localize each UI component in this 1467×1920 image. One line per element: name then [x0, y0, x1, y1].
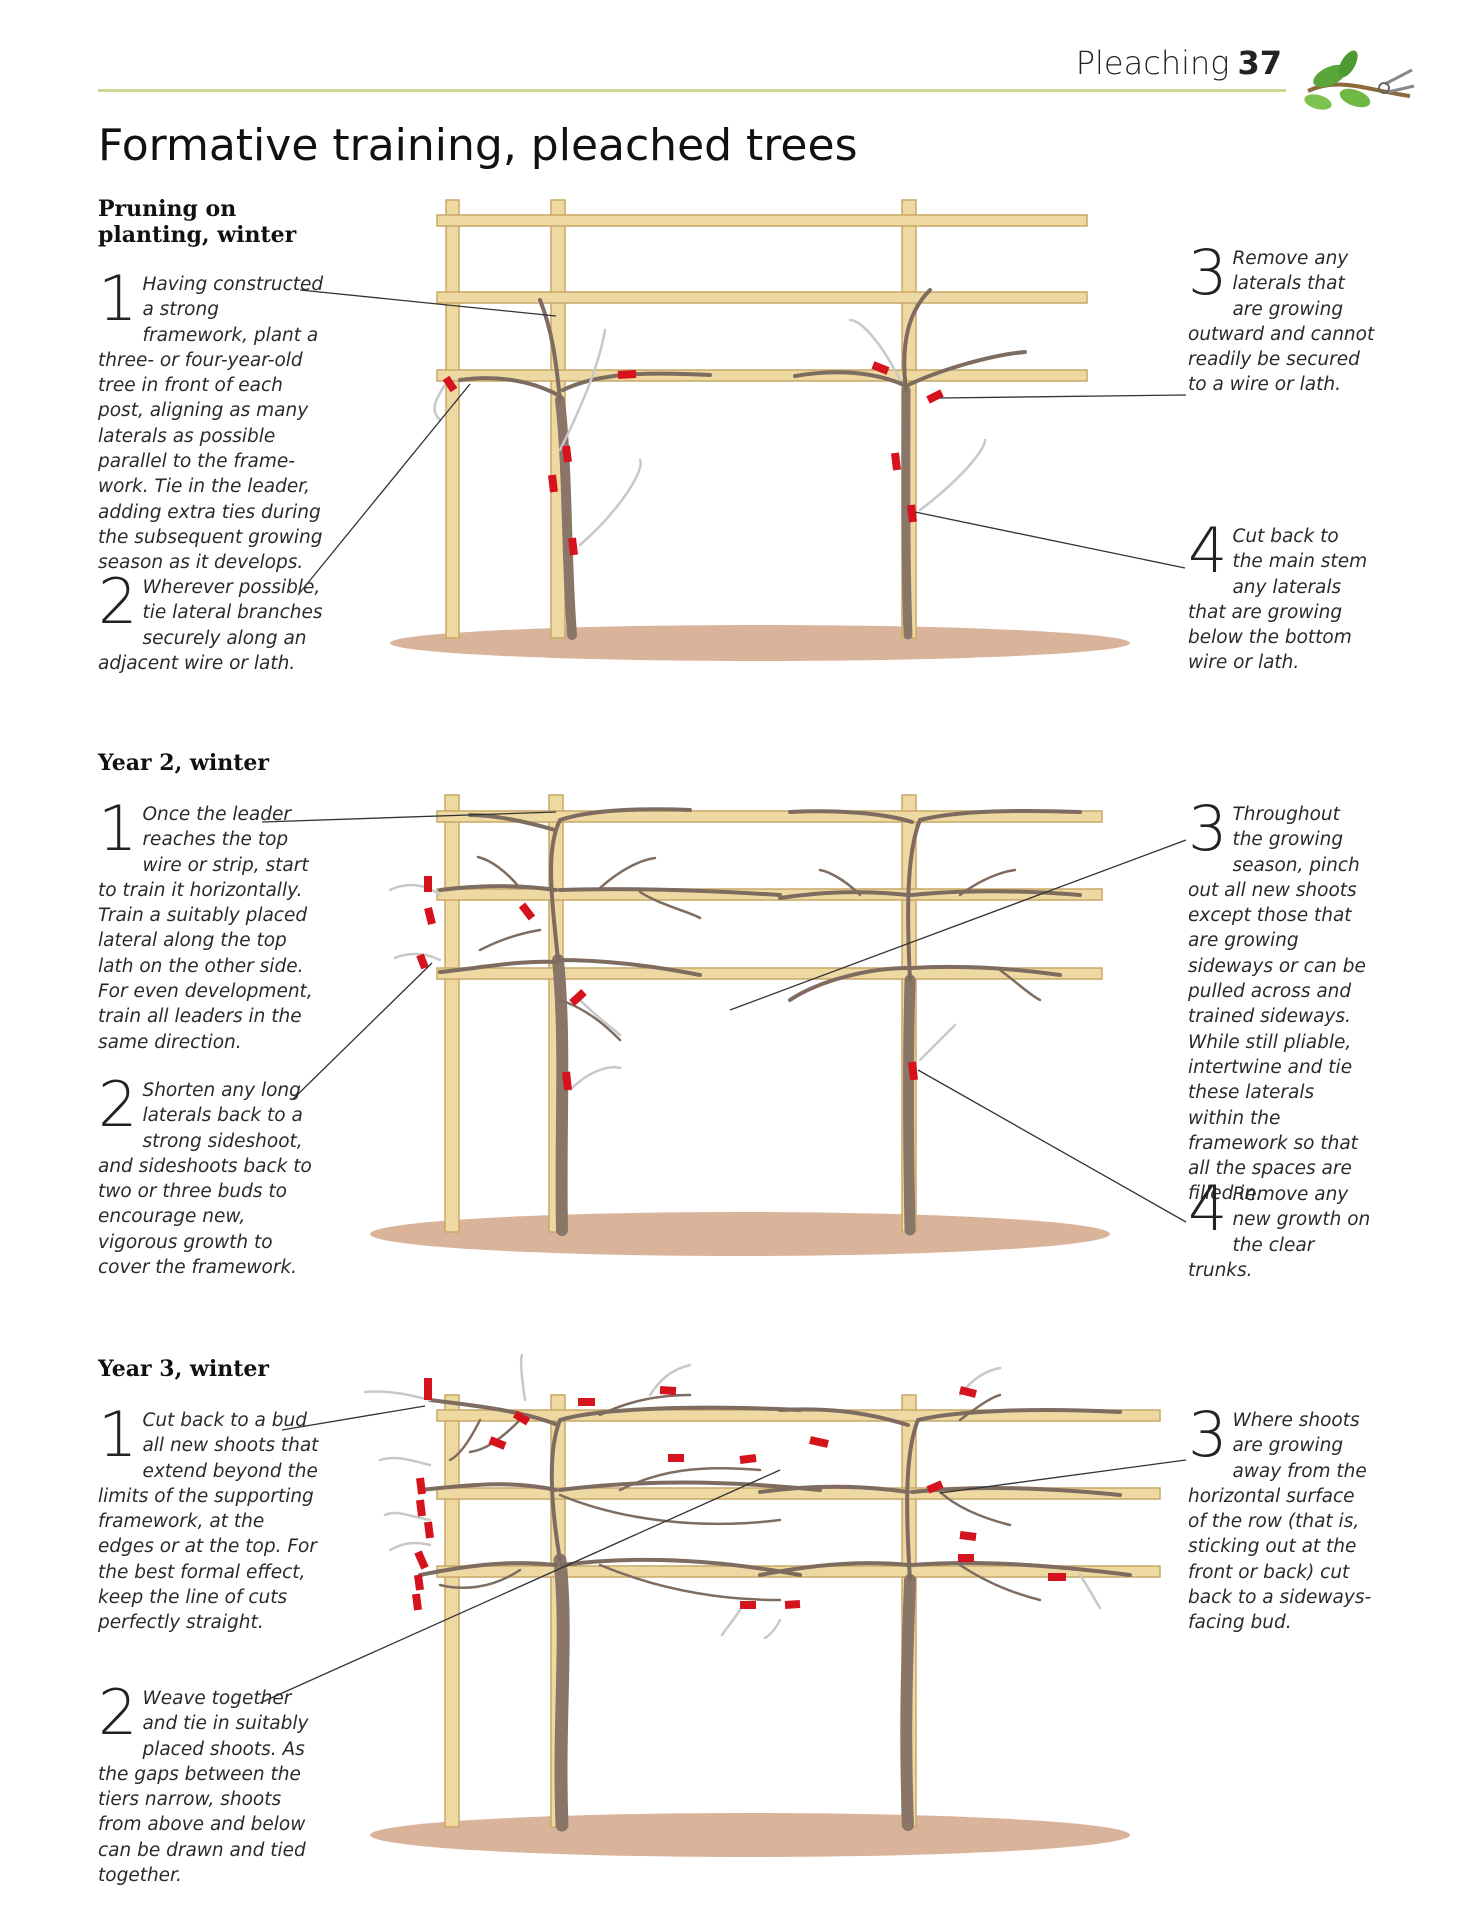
- page-number: 37: [1237, 44, 1282, 82]
- soil: [370, 1212, 1110, 1256]
- soil: [390, 625, 1130, 661]
- leader-line: [299, 289, 557, 317]
- post: [550, 1394, 566, 1828]
- soil: [370, 1813, 1130, 1857]
- end-post: [444, 794, 460, 1233]
- middle-lath: [436, 291, 1088, 304]
- bottom-lath: [436, 967, 1103, 980]
- note-number: 2: [98, 565, 138, 638]
- top-lath: [436, 1409, 1161, 1422]
- note-number: 3: [1188, 236, 1228, 309]
- leader-line: [939, 1459, 1187, 1494]
- leader-line: [729, 839, 1187, 1011]
- top-lath: [436, 810, 1103, 823]
- leader-line: [917, 1069, 1187, 1223]
- note-text: Cut back to a bud all new shoots that ex…: [98, 1410, 319, 1634]
- note-number: 4: [1188, 514, 1228, 587]
- post: [901, 794, 917, 1233]
- note-text: Throughout the growing season, pinch out…: [1188, 804, 1366, 1205]
- leader-line: [259, 1469, 781, 1704]
- diagram-year-2: [261, 794, 1187, 1256]
- note-text: Cut back to the main stem any laterals t…: [1188, 526, 1368, 674]
- note-text: Wherever possible, tie lateral branches …: [98, 577, 323, 674]
- note-number: 1: [98, 792, 138, 865]
- post: [901, 199, 917, 639]
- top-lath: [436, 214, 1088, 227]
- note-text: Remove any new growth on the clear trunk…: [1188, 1184, 1371, 1281]
- leader-line: [914, 511, 1186, 569]
- pruning-sprig-icon: [1304, 50, 1415, 110]
- bottom-lath: [436, 369, 1088, 382]
- section-1-heading: Pruning on planting, winter: [98, 196, 297, 248]
- post: [901, 1394, 917, 1828]
- section-2-heading: Year 2, winter: [98, 750, 269, 776]
- note-text: Remove any laterals that are growing out…: [1188, 248, 1375, 396]
- header-rule: [98, 89, 1286, 92]
- middle-lath: [436, 1487, 1161, 1500]
- note-number: 1: [98, 1398, 138, 1471]
- end-post: [445, 199, 460, 639]
- note-text: Shorten any long laterals back to a stro…: [98, 1080, 312, 1279]
- diagram-pruning-on-planting: [297, 199, 1187, 661]
- middle-lath: [436, 888, 1103, 901]
- section-name: Pleaching: [1075, 44, 1230, 82]
- note-text: Once the leader reaches the top wire or …: [98, 804, 313, 1053]
- end-post: [444, 1394, 460, 1828]
- note-number: 3: [1188, 1398, 1228, 1471]
- leader-line: [939, 394, 1187, 399]
- note-text: Having constructed a strong framework, p…: [98, 274, 324, 574]
- diagram-year-3: [259, 1353, 1187, 1857]
- post: [548, 794, 564, 1233]
- bottom-lath: [436, 1565, 1161, 1578]
- note-number: 3: [1188, 792, 1228, 865]
- section-3-heading: Year 3, winter: [98, 1356, 269, 1382]
- note-number: 4: [1188, 1172, 1228, 1245]
- note-number: 2: [98, 1676, 138, 1749]
- note-number: 1: [98, 262, 138, 335]
- note-text: Weave together and tie in suitably place…: [98, 1688, 309, 1887]
- page-title: Formative training, pleached trees: [98, 120, 858, 171]
- note-text: Where shoots are growing away from the h…: [1188, 1410, 1372, 1634]
- post: [550, 199, 566, 639]
- note-number: 2: [98, 1068, 138, 1141]
